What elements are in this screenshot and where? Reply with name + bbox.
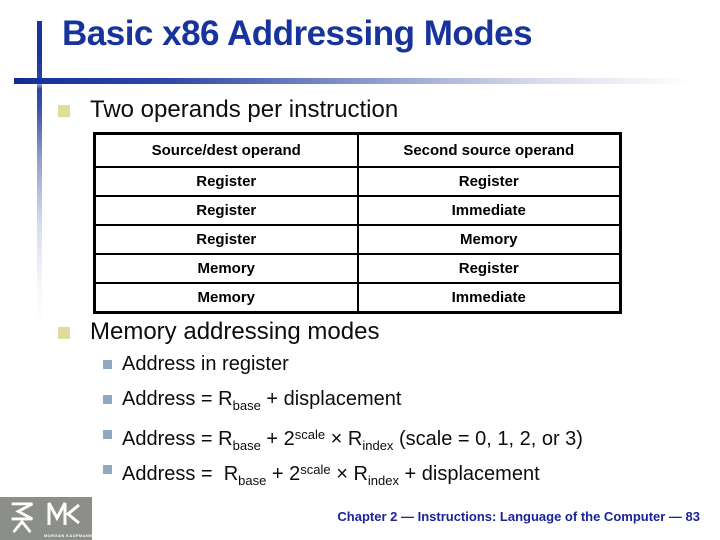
table-cell: Memory bbox=[93, 282, 359, 314]
list-item: Address = Rbase + 2scale × Rindex (scale… bbox=[103, 422, 583, 457]
table-header-row: Source/dest operand Second source operan… bbox=[93, 132, 622, 168]
bullet-square-icon bbox=[58, 105, 70, 117]
sub-bullet-square-icon bbox=[103, 430, 112, 439]
table-cell: Register bbox=[93, 224, 359, 255]
mk-logo-vertical-icon bbox=[11, 502, 34, 534]
table-cell: Register bbox=[93, 166, 359, 197]
table-cell: Memory bbox=[93, 253, 359, 284]
list-item: Address in register bbox=[103, 352, 583, 387]
address-mode-text: Address = Rbase + 2scale × Rindex (scale… bbox=[122, 427, 583, 453]
decor-title-rule bbox=[14, 78, 690, 84]
mk-logo-icon bbox=[47, 502, 80, 525]
bullet-square-icon bbox=[58, 327, 70, 339]
morgan-kaufmann-logo: MORGAN KAUFMANN bbox=[0, 497, 92, 540]
sub-bullet-square-icon bbox=[103, 360, 112, 369]
list-item: Address = Rbase + 2scale × Rindex + disp… bbox=[103, 457, 583, 492]
table-cell: Memory bbox=[356, 224, 622, 255]
table-row: Memory Immediate bbox=[93, 282, 622, 314]
table-cell: Register bbox=[93, 195, 359, 226]
list-item: Address = Rbase + displacement bbox=[103, 387, 583, 422]
table-row: Register Register bbox=[93, 166, 622, 197]
address-mode-text: Address in register bbox=[122, 353, 289, 375]
table-header-source: Source/dest operand bbox=[93, 132, 359, 168]
bullet-text: Two operands per instruction bbox=[90, 96, 399, 123]
bullet-two-operands: Two operands per instruction bbox=[58, 96, 398, 124]
table-cell: Immediate bbox=[356, 282, 622, 314]
address-mode-text: Address = Rbase + displacement bbox=[122, 388, 402, 413]
table-header-second: Second source operand bbox=[356, 132, 622, 168]
logo-subtext: MORGAN KAUFMANN bbox=[44, 533, 93, 538]
address-mode-text: Address = Rbase + 2scale × Rindex + disp… bbox=[122, 462, 540, 488]
table-row: Register Memory bbox=[93, 224, 622, 255]
table-cell: Register bbox=[356, 253, 622, 284]
bullet-memory-modes: Memory addressing modes bbox=[58, 318, 379, 346]
operand-table: Source/dest operand Second source operan… bbox=[93, 132, 622, 314]
table-row: Memory Register bbox=[93, 253, 622, 284]
footer-caption: Chapter 2 — Instructions: Language of th… bbox=[337, 509, 700, 524]
sub-bullet-square-icon bbox=[103, 465, 112, 474]
decor-vertical-line bbox=[37, 21, 42, 331]
sub-bullet-square-icon bbox=[103, 395, 112, 404]
table-cell: Immediate bbox=[356, 195, 622, 226]
table-row: Register Immediate bbox=[93, 195, 622, 226]
page-title: Basic x86 Addressing Modes bbox=[62, 14, 533, 53]
memory-modes-list: Address in register Address = Rbase + di… bbox=[103, 352, 583, 492]
bullet-text: Memory addressing modes bbox=[90, 318, 380, 345]
table-cell: Register bbox=[356, 166, 622, 197]
